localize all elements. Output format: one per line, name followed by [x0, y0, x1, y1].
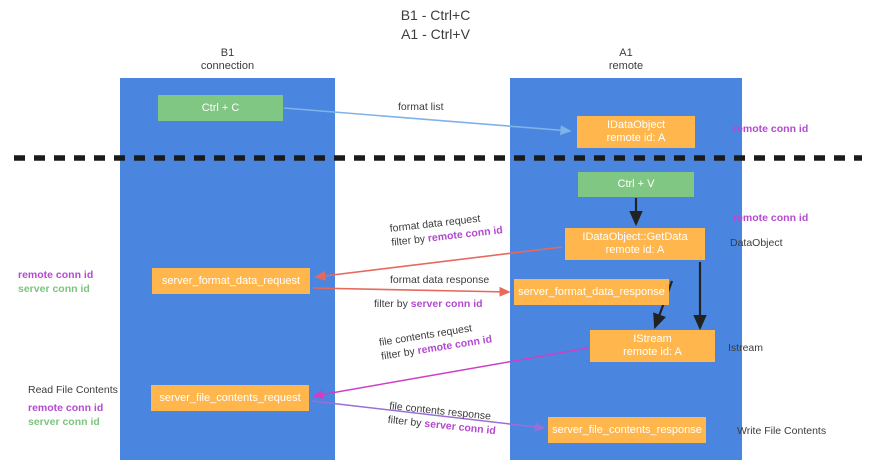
side-label-remote-conn-id-top-text: remote conn id: [733, 123, 809, 135]
lane-header-b1-role: connection: [200, 60, 255, 72]
filter-prefix: filter by: [374, 298, 411, 310]
edge-label-format-data-request: format data request filter by remote con…: [389, 209, 503, 250]
side-label-write-file-contents-text: Write File Contents: [737, 425, 827, 437]
side-label-dataobject: DataObject: [730, 236, 783, 250]
node-ctrl-c[interactable]: Ctrl + C: [158, 95, 283, 121]
lane-header-a1-role: remote: [608, 60, 644, 72]
node-istream[interactable]: IStream remote id: A: [590, 330, 715, 362]
side-label-remote-conn-id-left-2: remote conn id: [28, 402, 104, 414]
node-istream-remote-id: remote id: A: [623, 346, 682, 358]
title-line-2: A1 - Ctrl+V: [401, 26, 470, 42]
node-server-file-contents-response-label: server_file_contents_response: [552, 423, 702, 436]
node-idataobject-getdata-label: IDataObject::GetData: [582, 231, 688, 243]
node-idataobject[interactable]: IDataObject remote id: A: [577, 116, 695, 148]
node-server-format-data-request-label: server_format_data_request: [161, 274, 301, 287]
node-idataobject-label: IDataObject: [606, 119, 666, 131]
side-label-istream: Istream: [728, 341, 763, 355]
node-idataobject-getdata-remote-id: remote id: A: [605, 244, 665, 256]
edge-label-format-data-response-text: format data response: [390, 274, 490, 286]
edge-label-format-data-response-filter: filter by server conn id: [374, 297, 483, 311]
node-server-format-data-response[interactable]: server_format_data_response: [514, 279, 669, 305]
side-label-dataobject-text: DataObject: [730, 237, 783, 249]
lane-header-b1: B1 connection: [120, 47, 335, 73]
node-ctrl-v[interactable]: Ctrl + V: [578, 172, 694, 197]
arrow-format-data-response: [312, 286, 511, 297]
edge-label-file-contents-response: file contents response filter by server …: [387, 399, 498, 438]
side-label-remote-conn-id-left-1: remote conn id: [18, 269, 94, 281]
edge-label-file-contents-request: file contents request filter by remote c…: [378, 318, 493, 363]
edge-label-format-data-response: format data response: [390, 273, 489, 287]
node-server-file-contents-response[interactable]: server_file_contents_response: [548, 417, 706, 443]
node-ctrl-c-label: Ctrl + C: [201, 101, 240, 114]
node-idataobject-remote-id: remote id: A: [606, 132, 666, 144]
phase-separator-dashed-line: [14, 155, 862, 161]
node-ctrl-v-label: Ctrl + V: [617, 178, 655, 190]
edge-label-format-list: format list: [398, 100, 444, 114]
lane-header-a1: A1 remote: [510, 47, 742, 73]
filter-prefix: filter by: [390, 232, 429, 249]
lane-header-a1-name: A1: [619, 47, 633, 59]
side-label-remote-conn-id-mid: remote conn id: [733, 211, 808, 225]
lane-header-b1-name: B1: [220, 47, 235, 59]
filter-key-server-conn-id: server conn id: [410, 298, 483, 310]
page-title: B1 - Ctrl+C A1 - Ctrl+V: [0, 6, 871, 44]
filter-prefix: filter by: [387, 413, 425, 430]
side-label-istream-text: Istream: [728, 342, 764, 354]
side-label-read-file-contents: Read File Contents: [28, 383, 118, 397]
side-label-remote-conn-id-mid-text: remote conn id: [733, 212, 809, 224]
side-label-write-file-contents: Write File Contents: [737, 424, 826, 438]
edge-label-format-list-text: format list: [398, 101, 444, 113]
node-server-format-data-request[interactable]: server_format_data_request: [152, 268, 310, 294]
node-server-format-data-response-label: server_format_data_response: [518, 285, 665, 298]
title-line-1: B1 - Ctrl+C: [400, 7, 471, 23]
side-label-remote-conn-id-top: remote conn id: [733, 122, 808, 136]
side-label-conn-ids-middle: remote conn id server conn id: [18, 268, 93, 296]
node-istream-label: IStream: [633, 333, 672, 345]
node-server-file-contents-request[interactable]: server_file_contents_request: [151, 385, 309, 411]
node-server-file-contents-request-label: server_file_contents_request: [159, 391, 301, 404]
side-label-server-conn-id-left-1: server conn id: [18, 283, 90, 295]
node-idataobject-getdata[interactable]: IDataObject::GetData remote id: A: [565, 228, 705, 260]
side-label-conn-ids-bottom: remote conn id server conn id: [28, 401, 103, 429]
side-label-server-conn-id-left-2: server conn id: [28, 416, 100, 428]
side-label-read-file-contents-text: Read File Contents: [28, 384, 118, 396]
